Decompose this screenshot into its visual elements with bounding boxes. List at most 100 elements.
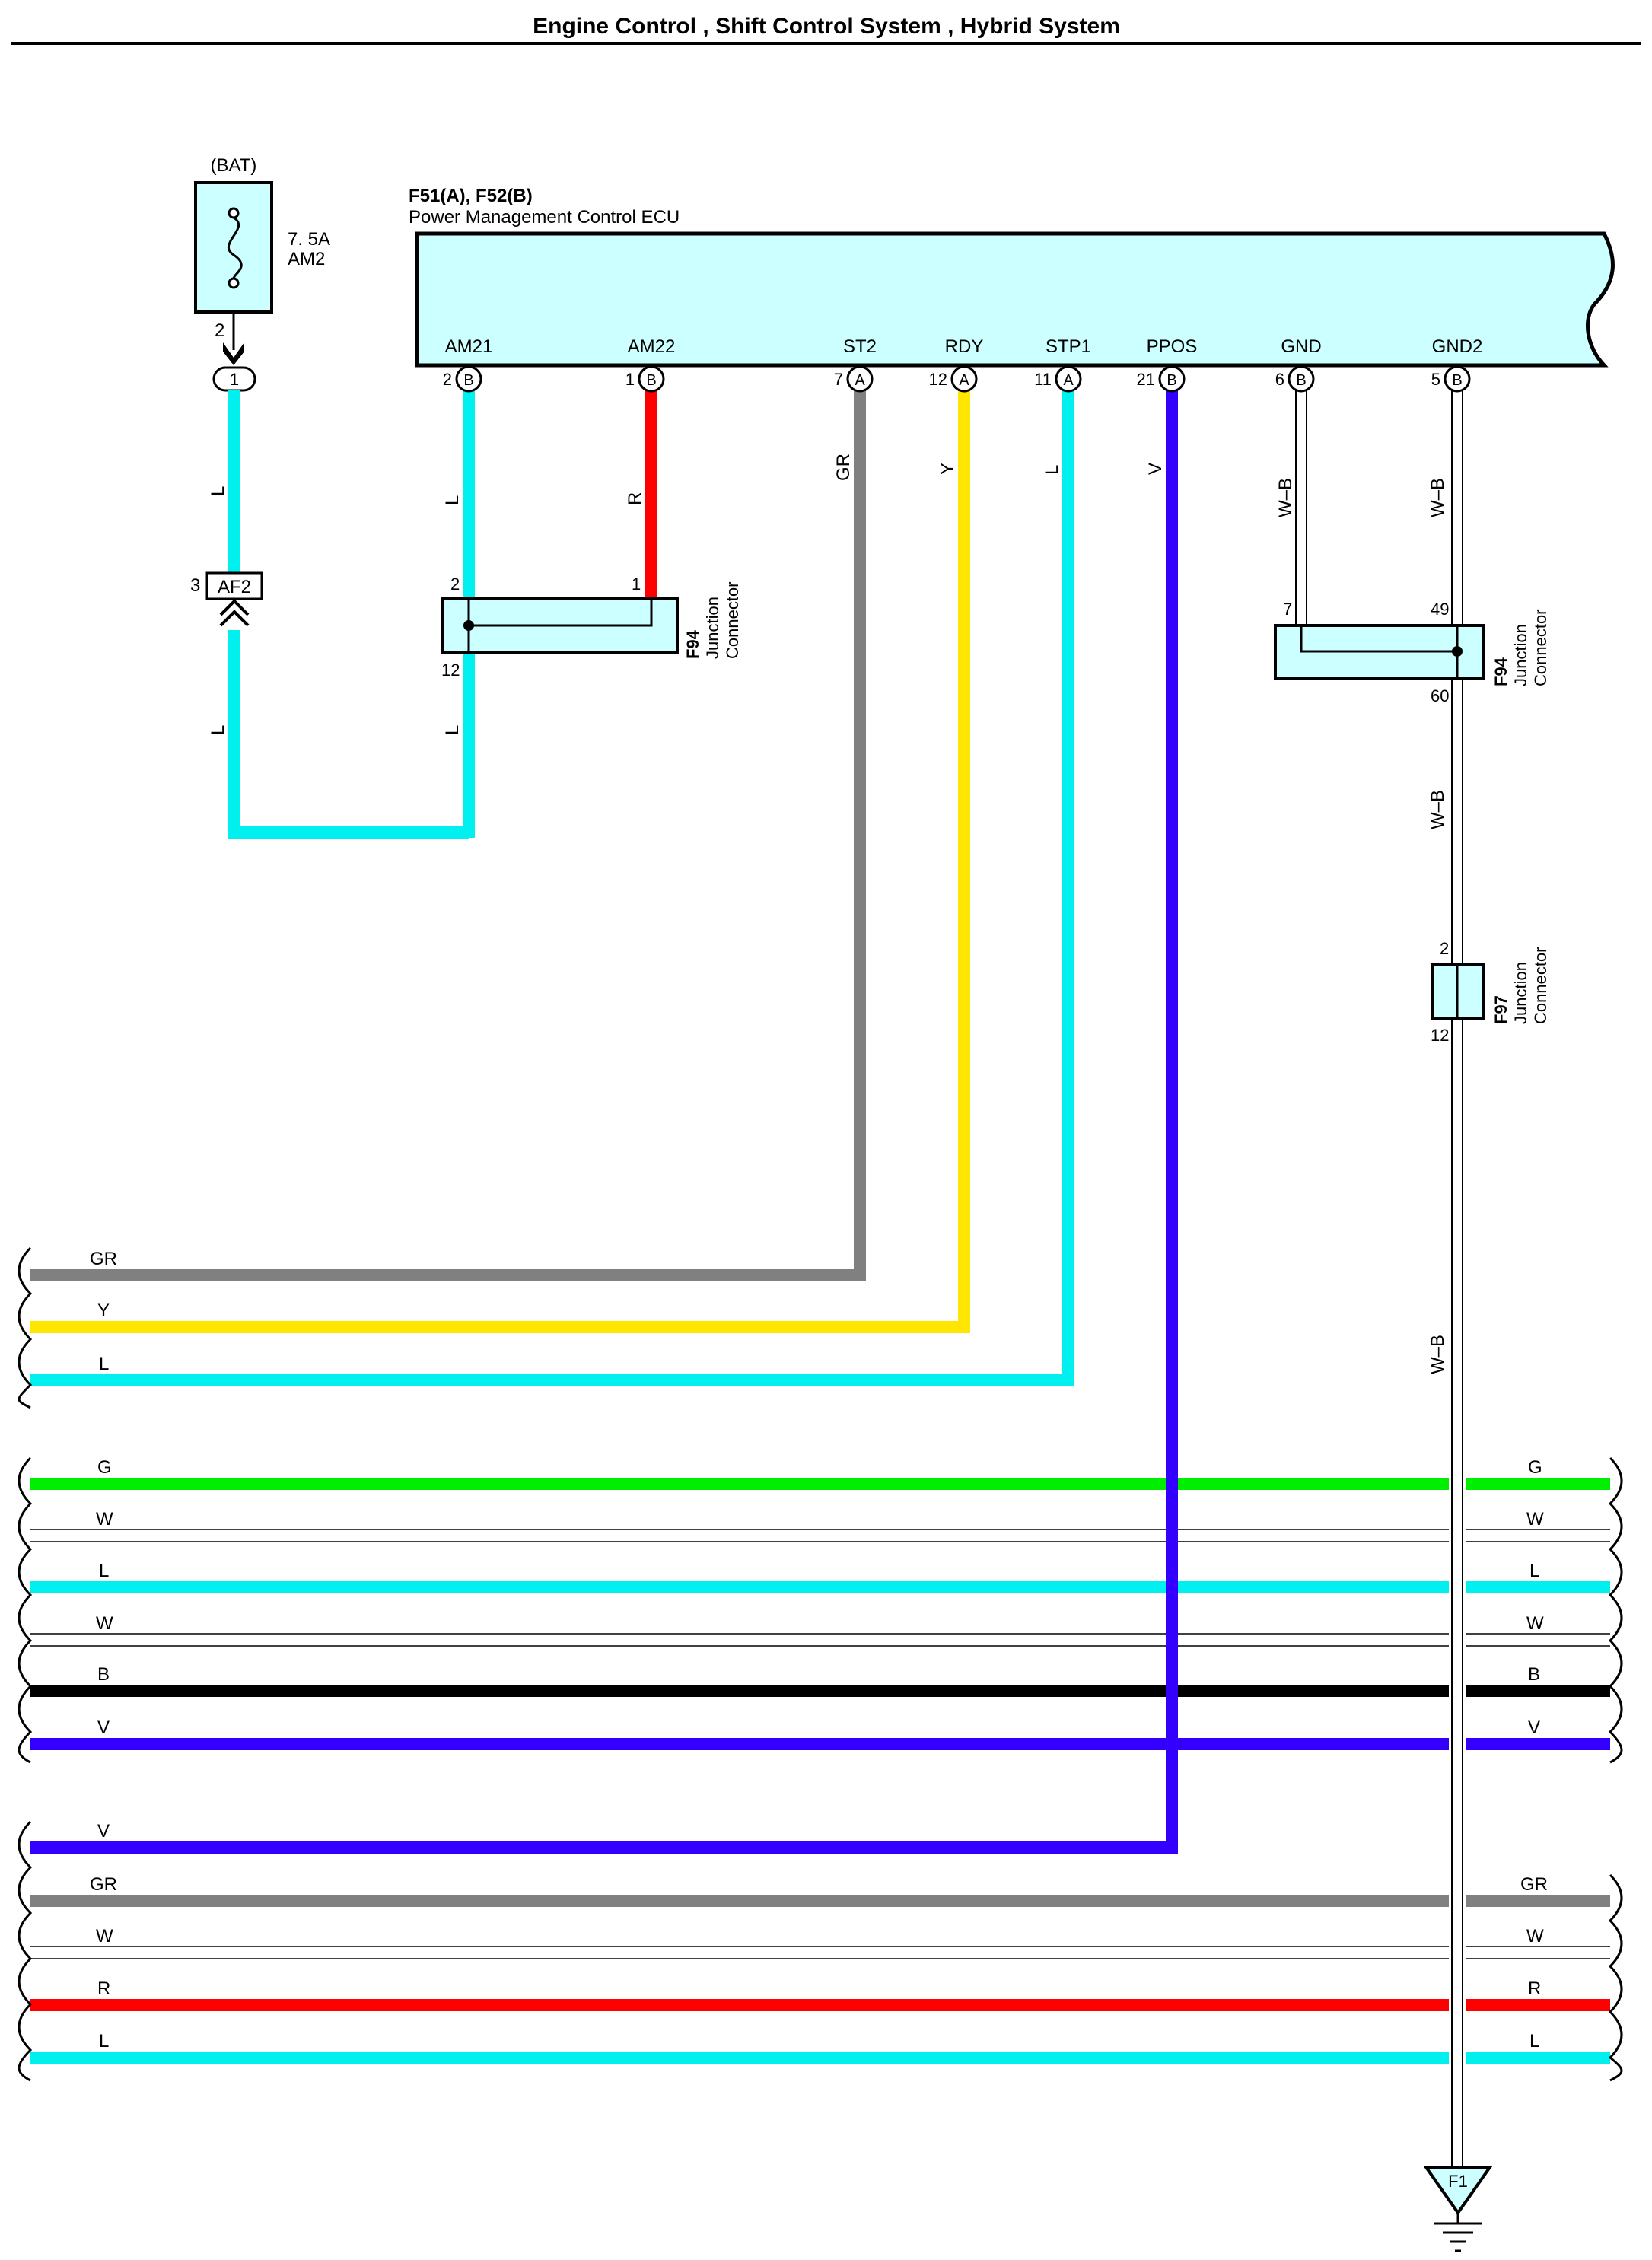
svg-text:5: 5 — [1431, 370, 1440, 389]
terminal-st2: ST2 7 A — [834, 336, 877, 393]
svg-text:11: 11 — [1034, 370, 1052, 389]
bus-label: V — [1528, 1717, 1540, 1738]
bus-wire-v — [30, 1738, 1610, 1750]
terminal-ppos: PPOS 21 B — [1137, 336, 1198, 393]
bus-label: GR — [1520, 1874, 1548, 1895]
svg-text:ST2: ST2 — [843, 336, 877, 357]
terminal-stp1: STP1 11 A — [1034, 336, 1091, 393]
wire-label-bat-lower: L — [208, 725, 228, 735]
ground-triangle — [1423, 2166, 1493, 2216]
bus-label: L — [99, 1561, 109, 1581]
bus-wire-l — [30, 1581, 1610, 1593]
wire-stp1 — [30, 390, 1074, 1386]
bus-label: G — [1528, 1457, 1542, 1478]
bus-label: R — [97, 1978, 110, 1999]
wire-am22 — [645, 390, 657, 600]
svg-text:GND2: GND2 — [1432, 336, 1483, 357]
svg-text:RDY: RDY — [945, 336, 984, 357]
bus-wire-gr — [30, 1895, 1610, 1907]
bus-label: W — [1526, 1926, 1544, 1946]
jc-right-pin-49: 49 — [1431, 600, 1449, 619]
jc-f97-code: F97 — [1491, 995, 1510, 1024]
page-title: Engine Control , Shift Control System , … — [533, 14, 1120, 39]
fuse-terminal-icon — [223, 342, 244, 365]
svg-text:B: B — [1452, 372, 1462, 389]
jc-left-pin-2: 2 — [450, 575, 460, 594]
jc-right-line1: Junction — [1511, 624, 1530, 686]
terminal-rdy: RDY 12 A — [929, 336, 984, 393]
svg-text:GND: GND — [1281, 336, 1321, 357]
wire-label-am21-lower: L — [442, 725, 463, 735]
ground-icon — [1434, 2213, 1482, 2252]
bus-labels-group-2-left: G W L W B V — [96, 1457, 113, 1738]
bus-label: GR — [90, 1249, 117, 1269]
bus-label: W — [96, 1613, 113, 1634]
svg-text:PPOS: PPOS — [1147, 336, 1198, 357]
jc-right-pin-60: 60 — [1431, 686, 1449, 705]
fuse-pin: 2 — [215, 320, 224, 341]
wire-bat-upper — [228, 390, 240, 578]
svg-text:A: A — [1063, 372, 1074, 389]
ground-label: F1 — [1448, 2172, 1468, 2191]
wire-gnd2 — [1451, 390, 1463, 2167]
svg-text:AM21: AM21 — [445, 336, 493, 357]
wire-rdy — [30, 390, 970, 1333]
terminal-am21: AM21 2 B — [443, 336, 493, 393]
svg-text:1: 1 — [625, 370, 635, 389]
terminal-gnd: GND 6 B — [1275, 336, 1322, 393]
svg-text:2: 2 — [443, 370, 452, 389]
ecu-code: F51(A), F52(B) — [409, 186, 533, 206]
af2-box — [205, 571, 263, 600]
bus-label: B — [97, 1664, 110, 1685]
bus-wire-w2 — [30, 1633, 1610, 1647]
jc-f97-line1: Junction — [1511, 962, 1530, 1024]
bus-label: W — [96, 1509, 113, 1529]
connector-1-pin: 1 — [230, 370, 239, 389]
wire-label-am22: R — [625, 492, 645, 505]
fuse-source-label: (BAT) — [211, 155, 257, 176]
jc-left-pin-1: 1 — [632, 575, 641, 594]
svg-text:B: B — [463, 372, 473, 389]
wire-gnd2-mask — [1449, 390, 1466, 2167]
bus-label: V — [97, 1821, 110, 1841]
af2-chevron-icon — [219, 599, 250, 627]
wire-label-rdy: Y — [937, 463, 958, 475]
jc-right-line2: Connector — [1531, 609, 1550, 686]
wire-label-am21-upper: L — [442, 495, 463, 505]
wire-ppos — [30, 390, 1178, 1854]
bus-wire-w1 — [30, 1529, 1610, 1542]
break-marks-right — [1608, 1456, 1623, 2082]
bus-label: W — [1526, 1509, 1544, 1529]
jc-left-pin-12: 12 — [441, 660, 460, 680]
bus-wire-r — [30, 1999, 1610, 2011]
terminal-gnd2: GND2 5 B — [1431, 336, 1483, 393]
bus-wire-l2 — [30, 2052, 1610, 2064]
bus-wire-w3 — [30, 1946, 1610, 1959]
break-marks-left — [18, 1246, 33, 2082]
bus-label: L — [99, 2031, 109, 2052]
svg-text:B: B — [1167, 372, 1176, 389]
jc-left-line2: Connector — [723, 581, 742, 659]
svg-text:B: B — [646, 372, 656, 389]
bus-wire-b — [30, 1685, 1610, 1697]
bus-label: GR — [90, 1874, 117, 1895]
bus-wire-g — [30, 1478, 1610, 1490]
fuse-name: AM2 — [288, 249, 325, 269]
jc-right-pin-7: 7 — [1283, 600, 1292, 619]
jc-right-code: F94 — [1491, 657, 1510, 686]
wire-label-st2: GR — [833, 454, 854, 481]
svg-text:A: A — [855, 372, 865, 389]
af2-name: AF2 — [218, 577, 251, 597]
wire-label-gnd2-b: W–B — [1428, 790, 1448, 829]
bus-label: V — [97, 1717, 110, 1738]
bus-label: G — [97, 1457, 112, 1478]
svg-text:AM22: AM22 — [628, 336, 676, 357]
bus-labels-group-3-left: V GR W R L — [90, 1821, 117, 2052]
jc-left-node — [463, 620, 474, 631]
svg-text:A: A — [959, 372, 969, 389]
bus-label: W — [1526, 1613, 1544, 1634]
bus-label: L — [1529, 2031, 1539, 2052]
wire-label-gnd2-c: W–B — [1428, 1335, 1448, 1374]
bus-labels-group-3-right: GR W R L — [1520, 1874, 1548, 2052]
